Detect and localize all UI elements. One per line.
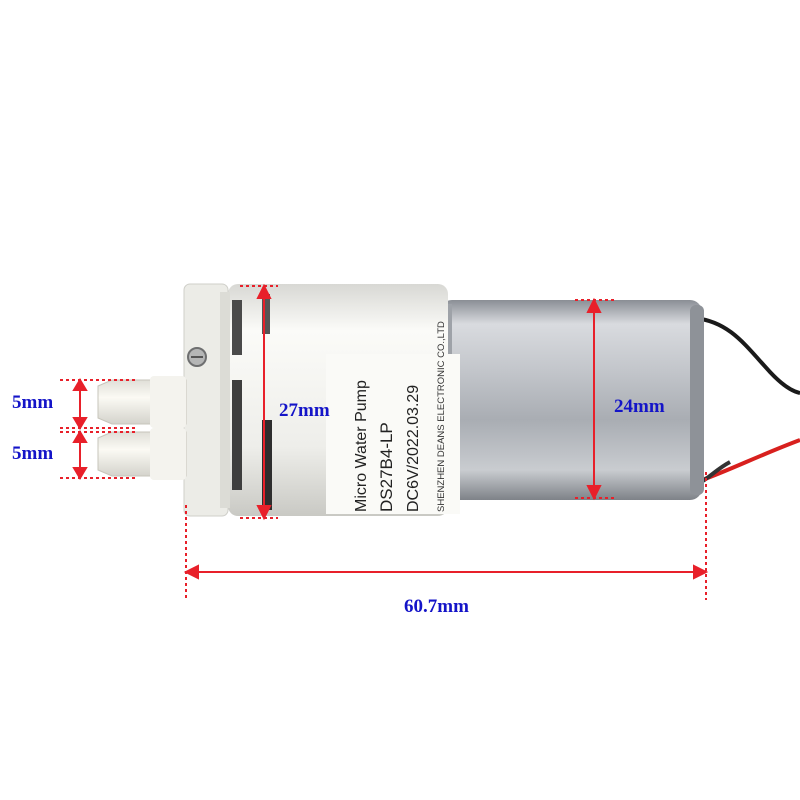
sticker-line-3: DC6V/2022.03.29 [405, 385, 422, 512]
label-sticker [326, 354, 460, 514]
sticker-line-2: DS27B4-LP [377, 422, 396, 512]
motor-can [440, 300, 702, 500]
red-wire [701, 438, 800, 482]
sticker-line-1: Micro Water Pump [353, 380, 370, 512]
dimension-label-outlet-bottom: 5mm [12, 443, 54, 464]
dimension-label-total-length: 60.7mm [404, 596, 469, 617]
dimension-label-outlet-top: 5mm [12, 392, 54, 413]
dimension-label-motor-diameter: 24mm [614, 396, 665, 417]
black-wire [694, 316, 800, 395]
sticker-line-4: SHENZHEN DEANS ELECTRONIC CO.,LTD [436, 321, 447, 512]
dimension-label-head-height: 27mm [279, 400, 330, 421]
